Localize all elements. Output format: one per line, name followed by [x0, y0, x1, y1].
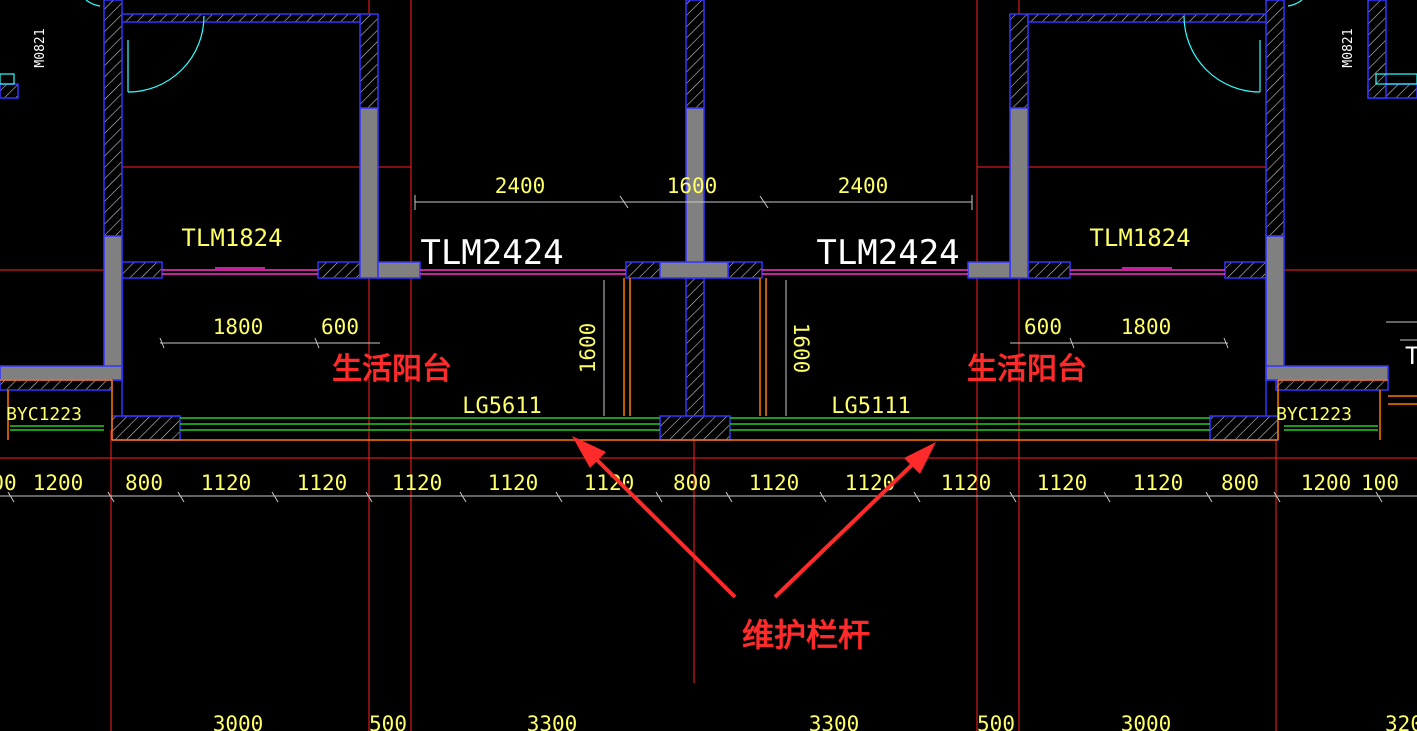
dim-row-item: 1120: [941, 471, 992, 495]
dim-row-item: 1200: [33, 471, 84, 495]
slide-door-label-right: TLM2424: [816, 233, 959, 273]
dim-mid-left-2: 600: [321, 315, 359, 339]
callout-label: 维护栏杆: [742, 616, 870, 654]
balcony-outline: [121, 278, 1267, 417]
dim-row-item: 1120: [297, 471, 348, 495]
dimension-row: 00 1200 800 1120 1120 1120 1120 1120 800…: [0, 471, 1399, 495]
dim-row-item: 100: [1361, 471, 1399, 495]
dim-bottom-item: 3300: [527, 712, 578, 731]
dim-row-item: 800: [673, 471, 711, 495]
dim-bottom-item: 320: [1385, 712, 1417, 731]
dim-row-item: 1120: [1133, 471, 1184, 495]
dimension-lines: [0, 195, 1417, 497]
dim-bottom-item: 500: [977, 712, 1015, 731]
sliding-doors: [162, 267, 1225, 275]
dim-bottom-item: 3000: [1121, 712, 1172, 731]
dim-row-item: 00: [0, 471, 17, 495]
dimension-ticks: [7, 491, 1383, 503]
dim-row-item: 1200: [1301, 471, 1352, 495]
concrete-columns: [0, 107, 1389, 381]
dim-bottom-item: 500: [369, 712, 407, 731]
dim-row-item: 1120: [1037, 471, 1088, 495]
partial-label-right: T: [1405, 342, 1417, 370]
dim-row-item: 1120: [392, 471, 443, 495]
door-tag-left: M0821: [33, 28, 48, 67]
balcony-label-left: 生活阳台: [332, 352, 452, 387]
dim-vertical-right: 1600: [789, 323, 813, 374]
dim-vertical-left: 1600: [576, 323, 600, 374]
window-label-right: BYC1223: [1276, 404, 1352, 425]
door-tag-right: M0821: [1341, 28, 1356, 67]
dim-row-item: 1120: [749, 471, 800, 495]
dim-mid-left-1: 1800: [213, 315, 264, 339]
slide-door-label-left: TLM2424: [420, 233, 563, 273]
window-label-left: BYC1223: [6, 404, 82, 425]
rail-label-right: LG5111: [831, 394, 910, 419]
door-swings: [0, 0, 1417, 93]
slab-edge: [0, 278, 1417, 441]
door-label-right: TLM1824: [1089, 224, 1190, 252]
dim-top-3: 2400: [838, 174, 889, 198]
bottom-dimension-row: 3000 500 3300 3300 500 3000 320: [213, 712, 1417, 731]
dim-bottom-item: 3000: [213, 712, 264, 731]
callout-arrows: [572, 436, 936, 599]
rail-label-left: LG5611: [462, 394, 541, 419]
dim-mid-right-2: 1800: [1121, 315, 1172, 339]
balcony-label-right: 生活阳台: [967, 352, 1087, 387]
dim-top-2: 1600: [667, 174, 718, 198]
dim-top-1: 2400: [495, 174, 546, 198]
dim-row-item: 1120: [201, 471, 252, 495]
dim-bottom-item: 3300: [809, 712, 860, 731]
walls: [0, 0, 1417, 441]
door-label-left: TLM1824: [181, 224, 282, 252]
guard-rails: [10, 417, 1378, 431]
dim-row-item: 800: [125, 471, 163, 495]
dim-row-item: 800: [1221, 471, 1259, 495]
dim-row-item: 1120: [488, 471, 539, 495]
dim-mid-right-1: 600: [1024, 315, 1062, 339]
dim-row-item: 1120: [845, 471, 896, 495]
